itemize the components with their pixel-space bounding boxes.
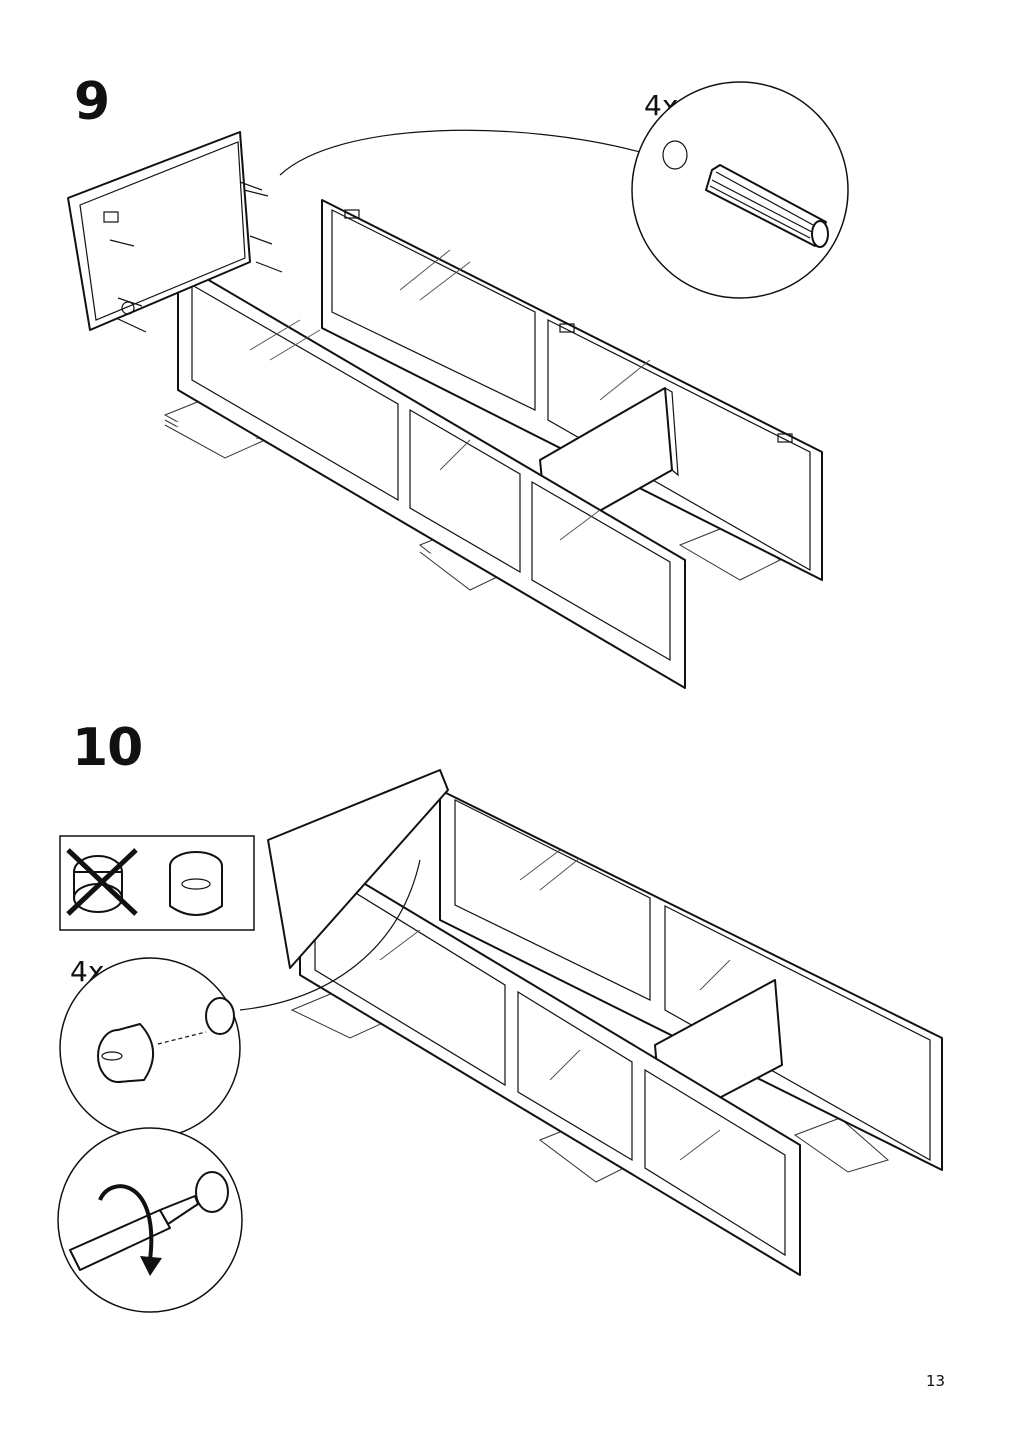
cam-lock-crossed-icon [66, 848, 138, 916]
front-frame [177, 261, 686, 689]
step-10-number: 10 [72, 718, 143, 778]
cam-lock-icon [97, 1023, 155, 1083]
arrow-head-icon [140, 1256, 162, 1276]
foam-pad-icon [793, 1117, 890, 1173]
cam-lock-icon [169, 851, 223, 916]
foam-pad-icon [678, 524, 781, 581]
callout-leader [239, 859, 421, 1011]
side-panel [267, 769, 449, 969]
callout-leader [279, 129, 641, 176]
step-9-number: 9 [74, 72, 110, 132]
step-10-illustration [57, 769, 943, 1313]
step-9-illustration [67, 81, 849, 689]
hole-icon [205, 997, 235, 1035]
dowel-icon [705, 164, 829, 248]
foam-pad-icon [163, 394, 267, 459]
side-panel [67, 131, 283, 333]
hole-icon [662, 140, 688, 170]
screwdriver-icon [69, 1195, 199, 1271]
back-panel [321, 199, 823, 581]
screwdriver-callout [57, 1127, 243, 1313]
cam-lock-callout [59, 957, 241, 1139]
back-panel [439, 789, 943, 1171]
dowel-callout [631, 81, 849, 299]
cam-lock-head-icon [195, 1171, 229, 1213]
rotate-arrow-icon [98, 1184, 154, 1261]
page-number: 13 [926, 1372, 946, 1390]
parts-box [59, 835, 255, 931]
